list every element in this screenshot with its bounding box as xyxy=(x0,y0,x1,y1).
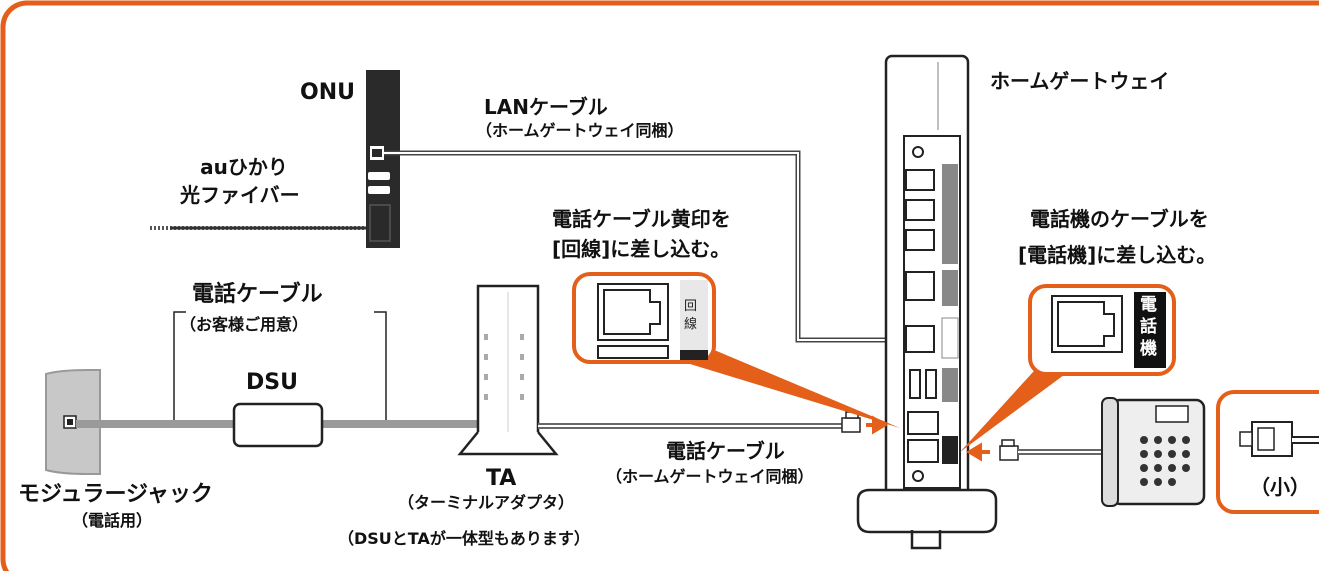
modular-jack-sublabel: （電話用） xyxy=(72,511,153,530)
hgw-label: ホームゲートウェイ xyxy=(990,69,1170,93)
dsu-device xyxy=(232,402,324,448)
line-port-tag-2: 線 xyxy=(684,317,698,332)
modular-jack-device xyxy=(45,369,101,475)
line-port-instruction-1: 電話ケーブル黄印を xyxy=(552,207,731,231)
plug-icon-phone xyxy=(999,439,1019,461)
user-cable-label: 電話ケーブル xyxy=(192,282,323,307)
fiber-label-1: auひかり xyxy=(200,155,288,179)
phone-cable-sublabel: （ホームゲートウェイ同梱） xyxy=(606,467,814,486)
lan-cable-sublabel: （ホームゲートウェイ同梱） xyxy=(476,121,684,140)
phone-port-instruction-1: 電話機のケーブルを xyxy=(1030,207,1209,231)
small-plug-icon xyxy=(1239,421,1319,457)
arrow-to-phone-port xyxy=(966,442,990,462)
user-cable-sublabel: （お客様ご用意） xyxy=(180,315,309,334)
callout-pointer-line xyxy=(690,344,900,428)
hgw-device xyxy=(856,54,998,550)
phone-port-tag-3: 機 xyxy=(1140,339,1157,359)
phone-port-instruction-2: [電話機]に差し込む。 xyxy=(1018,243,1217,267)
lan-cable-label: LANケーブル xyxy=(484,95,608,119)
ta-label: TA xyxy=(486,466,517,491)
onu-label: ONU xyxy=(300,80,355,105)
telephone-device xyxy=(1101,397,1206,507)
callout-pointer-phone xyxy=(960,360,1068,452)
ta-note: （DSUとTAが一体型もあります） xyxy=(338,529,590,548)
line-port-tag-1: 回 xyxy=(684,299,698,314)
line-port-instruction-2: [回線]に差し込む。 xyxy=(552,237,731,261)
arrow-to-line-port xyxy=(866,415,888,435)
callout-phone-port-detail xyxy=(1051,292,1166,368)
small-label: （小） xyxy=(1250,475,1310,499)
onu-device xyxy=(366,70,400,248)
plug-icon-line xyxy=(841,411,861,433)
phone-cable-label: 電話ケーブル xyxy=(666,439,785,463)
dsu-label: DSU xyxy=(246,370,298,395)
modular-jack-label: モジュラージャック xyxy=(18,482,213,507)
ta-sublabel: （ターミナルアダプタ） xyxy=(398,493,575,512)
phone-port-tag-2: 話 xyxy=(1140,317,1157,337)
fiber-label-2: 光ファイバー xyxy=(180,183,300,207)
ta-device xyxy=(457,284,559,456)
user-cable-bracket xyxy=(173,311,387,420)
callout-line-port-detail xyxy=(597,280,708,360)
phone-port-tag-1: 電 xyxy=(1140,295,1157,315)
